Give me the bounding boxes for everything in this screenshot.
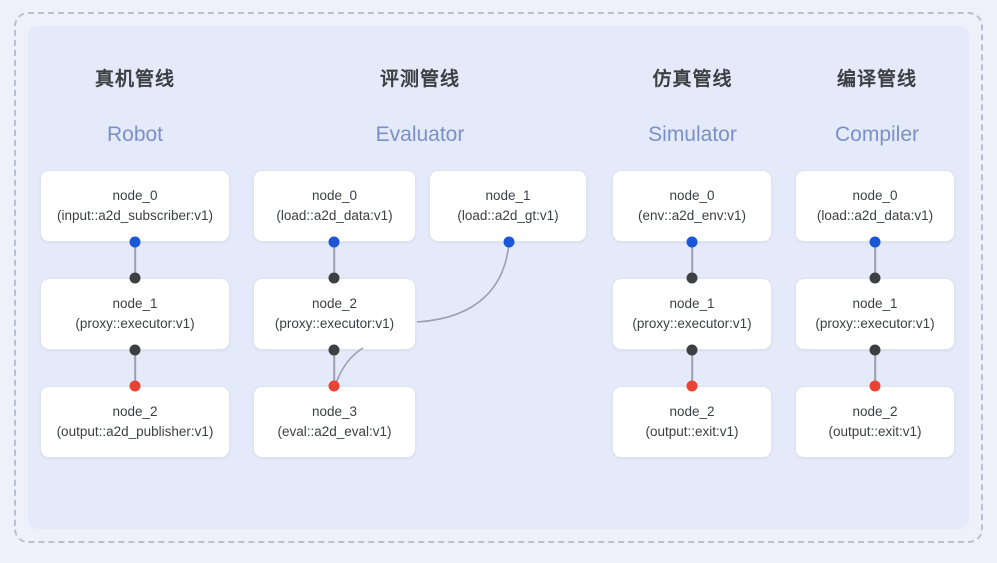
edge-simulator-0-to-1 xyxy=(691,242,693,278)
node-box-compiler-node-2[interactable]: node_2 (output::exit:v1) xyxy=(795,386,955,458)
node-id-label: node_2 xyxy=(311,295,358,311)
node-box-evaluator-node-0[interactable]: node_0 (load::a2d_data:v1) xyxy=(253,170,416,242)
port-output-icon[interactable] xyxy=(129,380,141,392)
edge-robot-0-to-1 xyxy=(134,242,136,278)
port-internal-icon[interactable] xyxy=(328,344,340,356)
edge-simulator-1-to-2 xyxy=(691,350,693,386)
column-title-en-evaluator: Evaluator xyxy=(375,123,465,146)
port-output-icon[interactable] xyxy=(869,380,881,392)
node-type-label: (env::a2d_env:v1) xyxy=(637,208,747,223)
node-box-evaluator-node-3[interactable]: node_3 (eval::a2d_eval:v1) xyxy=(253,386,416,458)
port-input-icon[interactable] xyxy=(869,236,881,248)
port-internal-icon[interactable] xyxy=(328,272,340,284)
edge-compiler-0-to-1 xyxy=(874,242,876,278)
node-type-label: (proxy::executor:v1) xyxy=(815,316,935,331)
edge-compiler-1-to-2 xyxy=(874,350,876,386)
node-id-label: node_2 xyxy=(852,403,898,419)
pipeline-column-simulator: 仿真管线 Simulator xyxy=(600,26,785,529)
node-box-simulator-node-0[interactable]: node_0 (env::a2d_env:v1) xyxy=(612,170,772,242)
port-input-icon[interactable] xyxy=(503,236,515,248)
port-internal-icon[interactable] xyxy=(686,344,698,356)
column-title-en-robot: Robot xyxy=(106,123,164,146)
column-title-en-compiler: Compiler xyxy=(834,123,920,146)
node-type-label: (load::a2d_data:v1) xyxy=(816,208,934,223)
node-box-compiler-node-1[interactable]: node_1 (proxy::executor:v1) xyxy=(795,278,955,350)
edge-robot-1-to-2 xyxy=(134,350,136,386)
node-id-label: node_1 xyxy=(852,295,898,311)
node-id-label: node_2 xyxy=(669,403,715,419)
node-type-label: (load::a2d_data:v1) xyxy=(276,208,393,223)
node-id-label: node_2 xyxy=(112,403,158,419)
node-box-simulator-node-2[interactable]: node_2 (output::exit:v1) xyxy=(612,386,772,458)
node-box-evaluator-node-2[interactable]: node_2 (proxy::executor:v1) xyxy=(253,278,416,350)
port-internal-icon[interactable] xyxy=(869,344,881,356)
node-id-label: node_0 xyxy=(852,187,898,203)
node-type-label: (output::a2d_publisher:v1) xyxy=(56,424,214,439)
port-internal-icon[interactable] xyxy=(129,344,141,356)
node-id-label: node_0 xyxy=(112,187,158,203)
node-box-robot-node-2[interactable]: node_2 (output::a2d_publisher:v1) xyxy=(40,386,230,458)
diagram-dashed-frame xyxy=(14,12,983,543)
pipeline-column-compiler: 编译管线 Compiler xyxy=(785,26,969,529)
node-type-label: (proxy::executor:v1) xyxy=(75,316,195,331)
node-id-label: node_0 xyxy=(311,187,358,203)
node-id-label: node_3 xyxy=(311,403,358,419)
node-id-label: node_1 xyxy=(669,295,715,311)
node-id-label: node_1 xyxy=(485,187,531,203)
node-type-label: (input::a2d_subscriber:v1) xyxy=(56,208,214,223)
column-title-en-simulator: Simulator xyxy=(648,123,737,146)
node-id-label: node_1 xyxy=(112,295,158,311)
column-title-cn-compiler: 编译管线 xyxy=(836,69,917,90)
node-box-robot-node-1[interactable]: node_1 (proxy::executor:v1) xyxy=(40,278,230,350)
port-input-icon[interactable] xyxy=(686,236,698,248)
port-input-icon[interactable] xyxy=(328,236,340,248)
port-output-icon[interactable] xyxy=(686,380,698,392)
node-box-compiler-node-0[interactable]: node_0 (load::a2d_data:v1) xyxy=(795,170,955,242)
node-box-robot-node-0[interactable]: node_0 (input::a2d_subscriber:v1) xyxy=(40,170,230,242)
node-type-label: (output::exit:v1) xyxy=(645,424,739,439)
edge-evaluator-0-to-2 xyxy=(333,242,335,278)
edge-evaluator-2-to-3 xyxy=(333,350,335,386)
column-title-cn-simulator: 仿真管线 xyxy=(652,69,733,90)
node-box-simulator-node-1[interactable]: node_1 (proxy::executor:v1) xyxy=(612,278,772,350)
node-type-label: (proxy::executor:v1) xyxy=(632,316,752,331)
node-id-label: node_0 xyxy=(669,187,715,203)
port-internal-icon[interactable] xyxy=(869,272,881,284)
pipeline-column-evaluator: 评测管线 Evaluator xyxy=(250,26,590,529)
port-internal-icon[interactable] xyxy=(686,272,698,284)
column-title-cn-robot: 真机管线 xyxy=(94,69,175,90)
node-type-label: (eval::a2d_eval:v1) xyxy=(277,424,392,439)
node-type-label: (output::exit:v1) xyxy=(828,424,922,439)
node-box-evaluator-node-1[interactable]: node_1 (load::a2d_gt:v1) xyxy=(429,170,587,242)
column-title-cn-evaluator: 评测管线 xyxy=(379,69,460,90)
port-output-icon[interactable] xyxy=(328,380,340,392)
pipeline-column-robot: 真机管线 Robot xyxy=(28,26,242,529)
node-type-label: (load::a2d_gt:v1) xyxy=(457,208,559,223)
node-type-label: (proxy::executor:v1) xyxy=(274,316,395,331)
port-input-icon[interactable] xyxy=(129,236,141,248)
port-internal-icon[interactable] xyxy=(129,272,141,284)
